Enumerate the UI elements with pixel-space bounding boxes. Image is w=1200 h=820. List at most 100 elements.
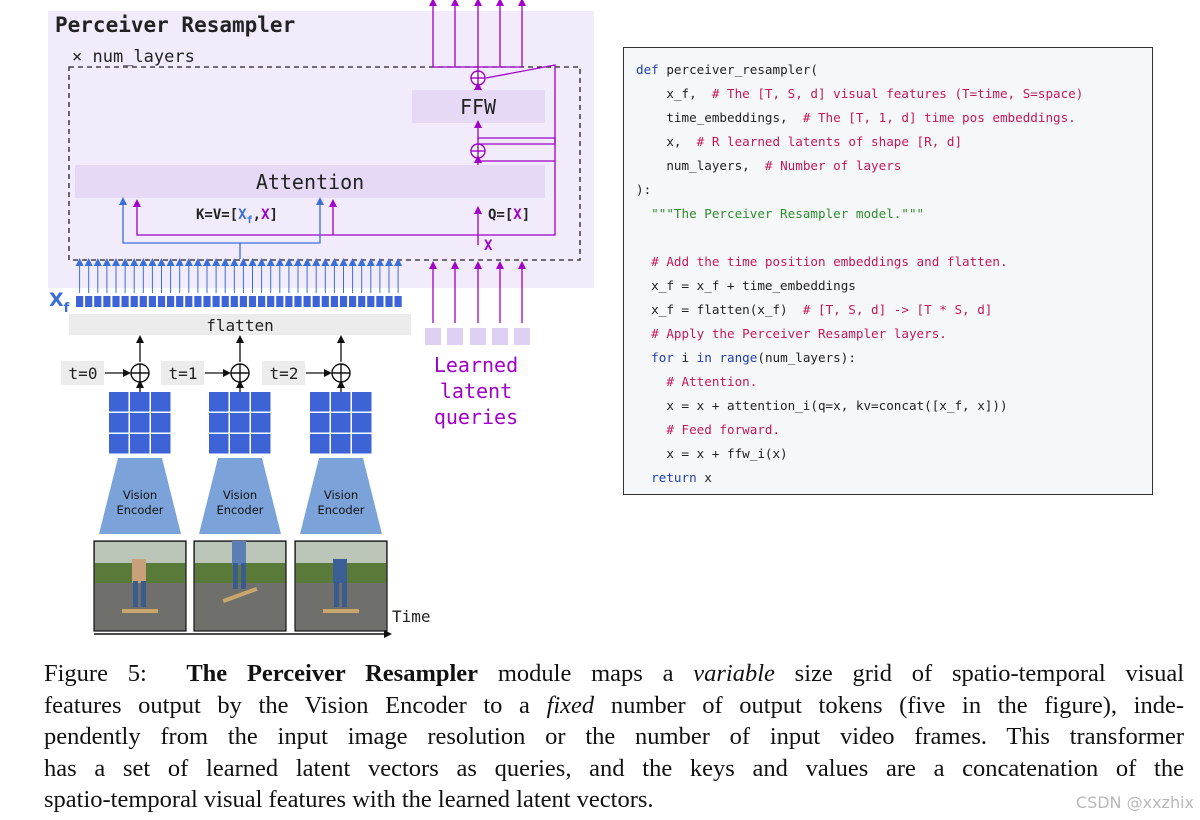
xf-token [230, 296, 238, 307]
vision-encoder-label: Encoder [317, 503, 364, 517]
xf-token [139, 296, 147, 307]
feature-grid-cell [230, 392, 250, 412]
xf-token [312, 296, 320, 307]
xf-token [167, 296, 175, 307]
figure-label: Figure 5: [44, 660, 147, 687]
time-columns: t=0VisionEncodert=1VisionEncodert=2Visio… [61, 335, 388, 632]
feature-grid-cell [310, 392, 330, 412]
xf-tokens [76, 296, 402, 307]
xf-token [185, 296, 193, 307]
feature-grid-cell [130, 434, 150, 454]
xf-token [276, 296, 284, 307]
xf-token [258, 296, 266, 307]
feature-grid-cell [209, 392, 229, 412]
vision-encoder-label: Vision [324, 488, 358, 502]
feature-grid-cell [352, 413, 372, 433]
x-label: X [484, 238, 493, 254]
xf-token [76, 296, 84, 307]
code-line: # Apply the Perceiver Resampler layers. [651, 326, 947, 341]
xf-token [176, 296, 184, 307]
code-line [636, 226, 1152, 250]
xf-token [212, 296, 220, 307]
output-arrows [429, 0, 526, 71]
latent-flow-lines [133, 64, 556, 245]
time-label-box [61, 361, 104, 385]
time-label: t=2 [270, 364, 299, 383]
attention-residual-adder [470, 143, 486, 159]
vision-encoder-label: Vision [123, 488, 157, 502]
ffw-label: FFW [460, 95, 497, 119]
code-line: def perceiver_resampler( [636, 62, 818, 77]
feature-grid-cell [251, 392, 271, 412]
caption-bold-title: The Perceiver Resampler [186, 660, 479, 687]
xf-token [103, 296, 111, 307]
code-line: # Feed forward. [666, 422, 781, 437]
frame-ground [195, 583, 285, 630]
vision-encoder-label: Encoder [116, 503, 163, 517]
xf-token [339, 296, 348, 307]
feature-grid-cell [130, 392, 150, 412]
time-label: t=0 [69, 364, 98, 383]
layer-repeat-box [68, 66, 581, 261]
code-line: return x [651, 470, 712, 485]
xf-token [85, 296, 93, 307]
caption-line-4: has a set of learned latent vectors as q… [44, 754, 1184, 782]
latent-query-box [470, 328, 486, 345]
frame-trees [195, 563, 285, 583]
feature-grid-cell [209, 413, 229, 433]
q-label: Q=[X] [488, 207, 530, 223]
kv-flow-lines [119, 197, 324, 259]
xf-token [221, 296, 229, 307]
xf-token [203, 296, 211, 307]
vision-encoder-label: Encoder [216, 503, 263, 517]
skater-leg [133, 581, 138, 607]
skater-leg [233, 563, 238, 589]
xf-token [121, 296, 129, 307]
skater-leg [334, 581, 339, 607]
code-line: """The Perceiver Resampler model.""" [636, 206, 925, 221]
xf-token [385, 296, 393, 307]
latent-query-box [425, 328, 441, 345]
latent-query-box [492, 328, 508, 345]
resampler-panel [48, 11, 594, 288]
skater-leg [241, 563, 246, 589]
learned-label-line1: Learned [434, 353, 518, 377]
xf-token [157, 296, 166, 307]
code-line: # Attention. [666, 374, 758, 389]
xf-token [148, 296, 156, 307]
vision-encoder [99, 458, 181, 534]
time-label: t=1 [169, 364, 198, 383]
xf-label: Xf [49, 289, 70, 316]
xf-token [94, 296, 102, 307]
watermark: CSDN @xxzhix [1075, 793, 1194, 812]
xf-token [394, 296, 402, 307]
resampler-title: Perceiver Resampler [55, 13, 295, 37]
xf-token [112, 296, 120, 307]
frame-ground [296, 583, 386, 630]
time-label-box [161, 361, 204, 385]
code-line: x_f = x_f + time_embeddings [636, 278, 856, 293]
xf-token [239, 296, 247, 307]
latent-query-box [514, 328, 530, 345]
learned-label-line3: queries [434, 405, 518, 429]
vision-encoder [300, 458, 382, 534]
attention-block [75, 165, 545, 198]
xf-token [358, 296, 366, 307]
code-line: x_f = flatten(x_f) # [T, S, d] -> [T * S… [636, 302, 993, 317]
xf-token [330, 296, 338, 307]
xf-token [349, 296, 357, 307]
learned-label-line2: latent [440, 379, 512, 403]
xf-token [376, 296, 384, 307]
feature-grid-cell [331, 434, 351, 454]
feature-grid-cell [109, 392, 129, 412]
perceiver-resampler-diagram: Perceiver Resampler × num_layers FFW Att… [48, 0, 594, 638]
code-line: for i in range(num_layers): [651, 350, 856, 365]
caption-line-3: pendently from the input image resolutio… [44, 723, 1184, 750]
skateboard [323, 609, 359, 613]
skateboard [122, 609, 158, 613]
skater-leg [342, 581, 347, 607]
xf-token-arrows [75, 258, 403, 293]
caption-line-2: features output by the Vision Encoder to… [44, 691, 1184, 719]
latent-query-box [447, 328, 463, 345]
